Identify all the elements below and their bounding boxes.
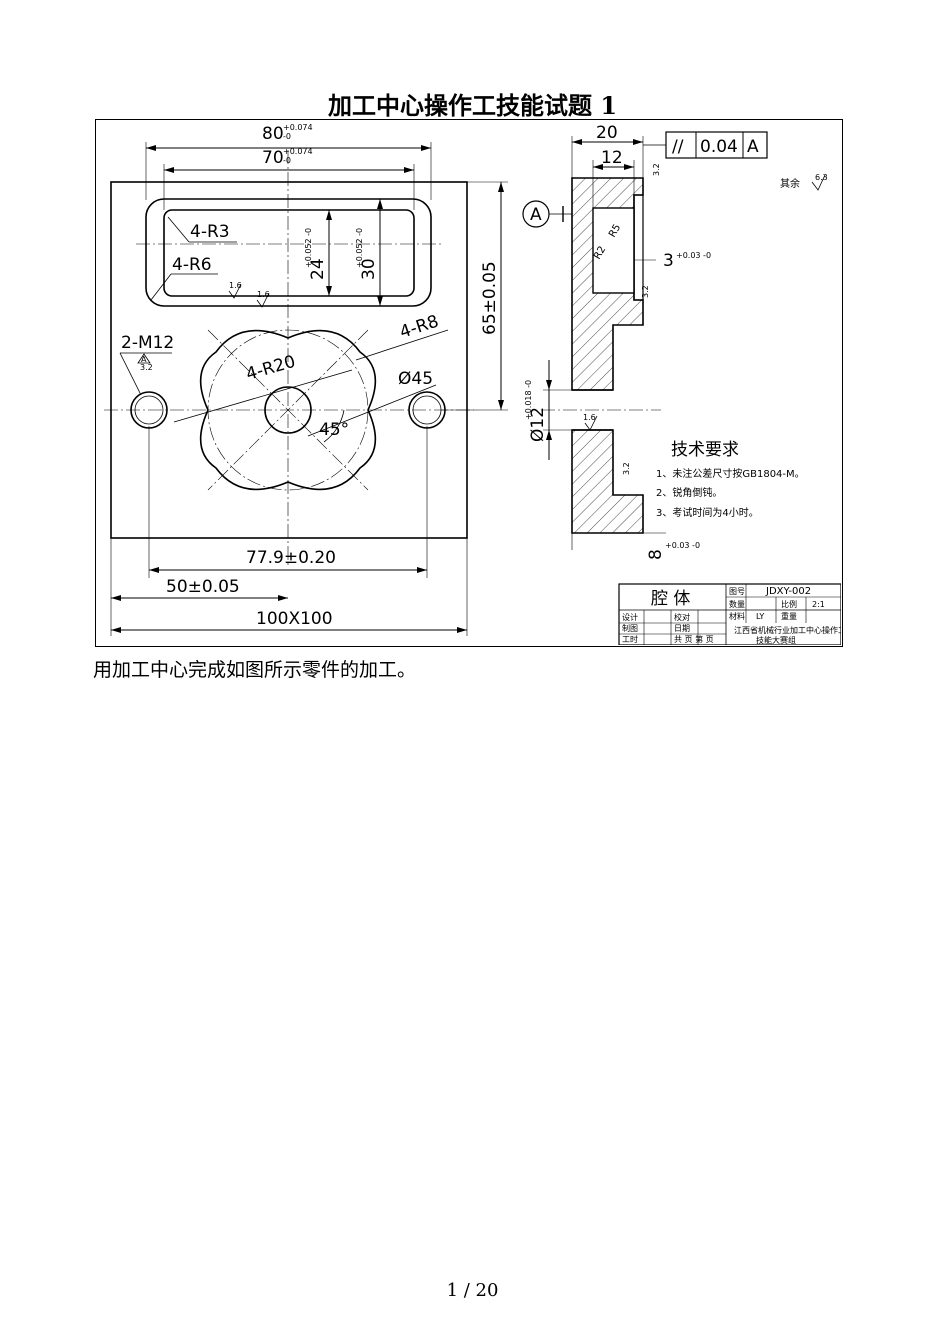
geometric-tolerance-frame bbox=[665, 131, 768, 159]
dim-100x100: 100X100 bbox=[256, 609, 333, 629]
svg-text:1.6: 1.6 bbox=[583, 413, 596, 422]
dim-side-20: 20 bbox=[596, 123, 618, 143]
svg-text:+0.03 -0: +0.03 -0 bbox=[665, 541, 700, 550]
center-hole bbox=[264, 386, 312, 434]
svg-text:+0.018 -0: +0.018 -0 bbox=[524, 380, 533, 420]
dim-30: 30 bbox=[359, 258, 379, 280]
dim-50: 50±0.05 bbox=[166, 577, 240, 597]
dim-depth-8: 8 bbox=[646, 549, 666, 560]
svg-text:-0: -0 bbox=[283, 132, 291, 141]
svg-text:+0.052 -0: +0.052 -0 bbox=[355, 228, 364, 268]
part-name: 腔 体 bbox=[651, 589, 690, 609]
technical-drawing: 80 +0.074 -0 70 +0.074 -0 4-R3 4-R6 24 +… bbox=[95, 119, 843, 647]
svg-text:比例: 比例 bbox=[781, 599, 797, 609]
title-block: 腔 体 图号 JDXY-002 数量 比例 2:1 材料 LY 重量 设计 校对… bbox=[618, 583, 841, 645]
svg-text:+0.074: +0.074 bbox=[283, 123, 313, 132]
dim-4-r20: 4-R20 bbox=[244, 352, 298, 385]
dim-77-9: 77.9±0.20 bbox=[246, 548, 336, 568]
page-number: 1 / 20 bbox=[446, 1280, 499, 1301]
dim-d12: Ø12 bbox=[528, 407, 548, 442]
svg-text:+0.074: +0.074 bbox=[283, 147, 313, 156]
rough-rest-label: 其余 bbox=[780, 177, 800, 190]
svg-text:重量: 重量 bbox=[781, 611, 797, 621]
svg-text:2:1: 2:1 bbox=[812, 600, 825, 609]
dim-4-r8: 4-R8 bbox=[397, 312, 441, 343]
svg-text:1.6: 1.6 bbox=[229, 281, 242, 290]
svg-text:日期: 日期 bbox=[674, 624, 690, 633]
svg-text:3.2: 3.2 bbox=[140, 363, 153, 372]
svg-text:3.2: 3.2 bbox=[622, 462, 631, 475]
requirements-heading: 技术要求 bbox=[671, 440, 739, 460]
svg-text:3.2: 3.2 bbox=[641, 285, 650, 298]
svg-text:工时: 工时 bbox=[622, 634, 638, 644]
dim-65: 65±0.05 bbox=[480, 261, 500, 335]
part-outline bbox=[110, 181, 468, 539]
svg-text:+0.052 -0: +0.052 -0 bbox=[304, 228, 313, 268]
svg-text:共 页 第 页: 共 页 第 页 bbox=[674, 634, 714, 644]
svg-text:A: A bbox=[530, 205, 542, 225]
section-lower bbox=[571, 429, 644, 534]
svg-text:-0: -0 bbox=[283, 156, 291, 165]
svg-text:3.2: 3.2 bbox=[652, 163, 661, 176]
task-description: 用加工中心完成如图所示零件的加工。 bbox=[93, 659, 417, 681]
dim-70: 70 bbox=[262, 148, 284, 168]
svg-text:制图: 制图 bbox=[622, 623, 638, 633]
svg-text:设计: 设计 bbox=[622, 612, 638, 622]
clover-pocket bbox=[199, 329, 377, 491]
document-title: 加工中心操作工技能试题 1 bbox=[327, 91, 618, 120]
requirement-1: 1、未注公差尺寸按GB1804-M。 bbox=[656, 467, 805, 480]
svg-text:LY: LY bbox=[756, 612, 764, 621]
svg-text:材料: 材料 bbox=[729, 611, 745, 621]
svg-text:数量: 数量 bbox=[729, 599, 745, 609]
dim-d45: Ø45 bbox=[398, 369, 433, 389]
svg-text:0.04: 0.04 bbox=[700, 137, 738, 157]
dim-2-m12: 2-M12 bbox=[121, 333, 174, 353]
svg-text:A: A bbox=[141, 355, 147, 364]
dim-4-r3: 4-R3 bbox=[190, 222, 230, 242]
svg-text:+0.03 -0: +0.03 -0 bbox=[676, 251, 711, 260]
svg-text://: // bbox=[672, 137, 684, 157]
dim-side-12: 12 bbox=[601, 148, 623, 168]
svg-text:图号: 图号 bbox=[729, 587, 745, 596]
dim-80: 80 bbox=[262, 124, 284, 144]
dim-45-degree: 45° bbox=[319, 420, 349, 440]
requirement-2: 2、锐角倒钝。 bbox=[656, 486, 722, 499]
svg-text:技能大赛组: 技能大赛组 bbox=[756, 635, 796, 645]
dim-4-r6: 4-R6 bbox=[172, 255, 212, 275]
svg-text:A: A bbox=[747, 137, 759, 157]
svg-text:1.6: 1.6 bbox=[257, 290, 270, 299]
svg-text:江西省机械行业加工中心操作工: 江西省机械行业加工中心操作工 bbox=[734, 625, 841, 635]
dim-24: 24 bbox=[308, 258, 328, 280]
svg-text:校对: 校对 bbox=[674, 612, 690, 622]
svg-text:6.3: 6.3 bbox=[815, 173, 828, 182]
pocket-outer bbox=[145, 198, 432, 307]
pocket-inner bbox=[163, 209, 415, 297]
dim-depth-3: 3 bbox=[663, 251, 674, 271]
requirement-3: 3、考试时间为4小时。 bbox=[656, 506, 759, 519]
drawing-number: JDXY-002 bbox=[765, 586, 811, 597]
drawing-canvas: 80 +0.074 -0 70 +0.074 -0 4-R3 4-R6 24 +… bbox=[104, 123, 841, 645]
